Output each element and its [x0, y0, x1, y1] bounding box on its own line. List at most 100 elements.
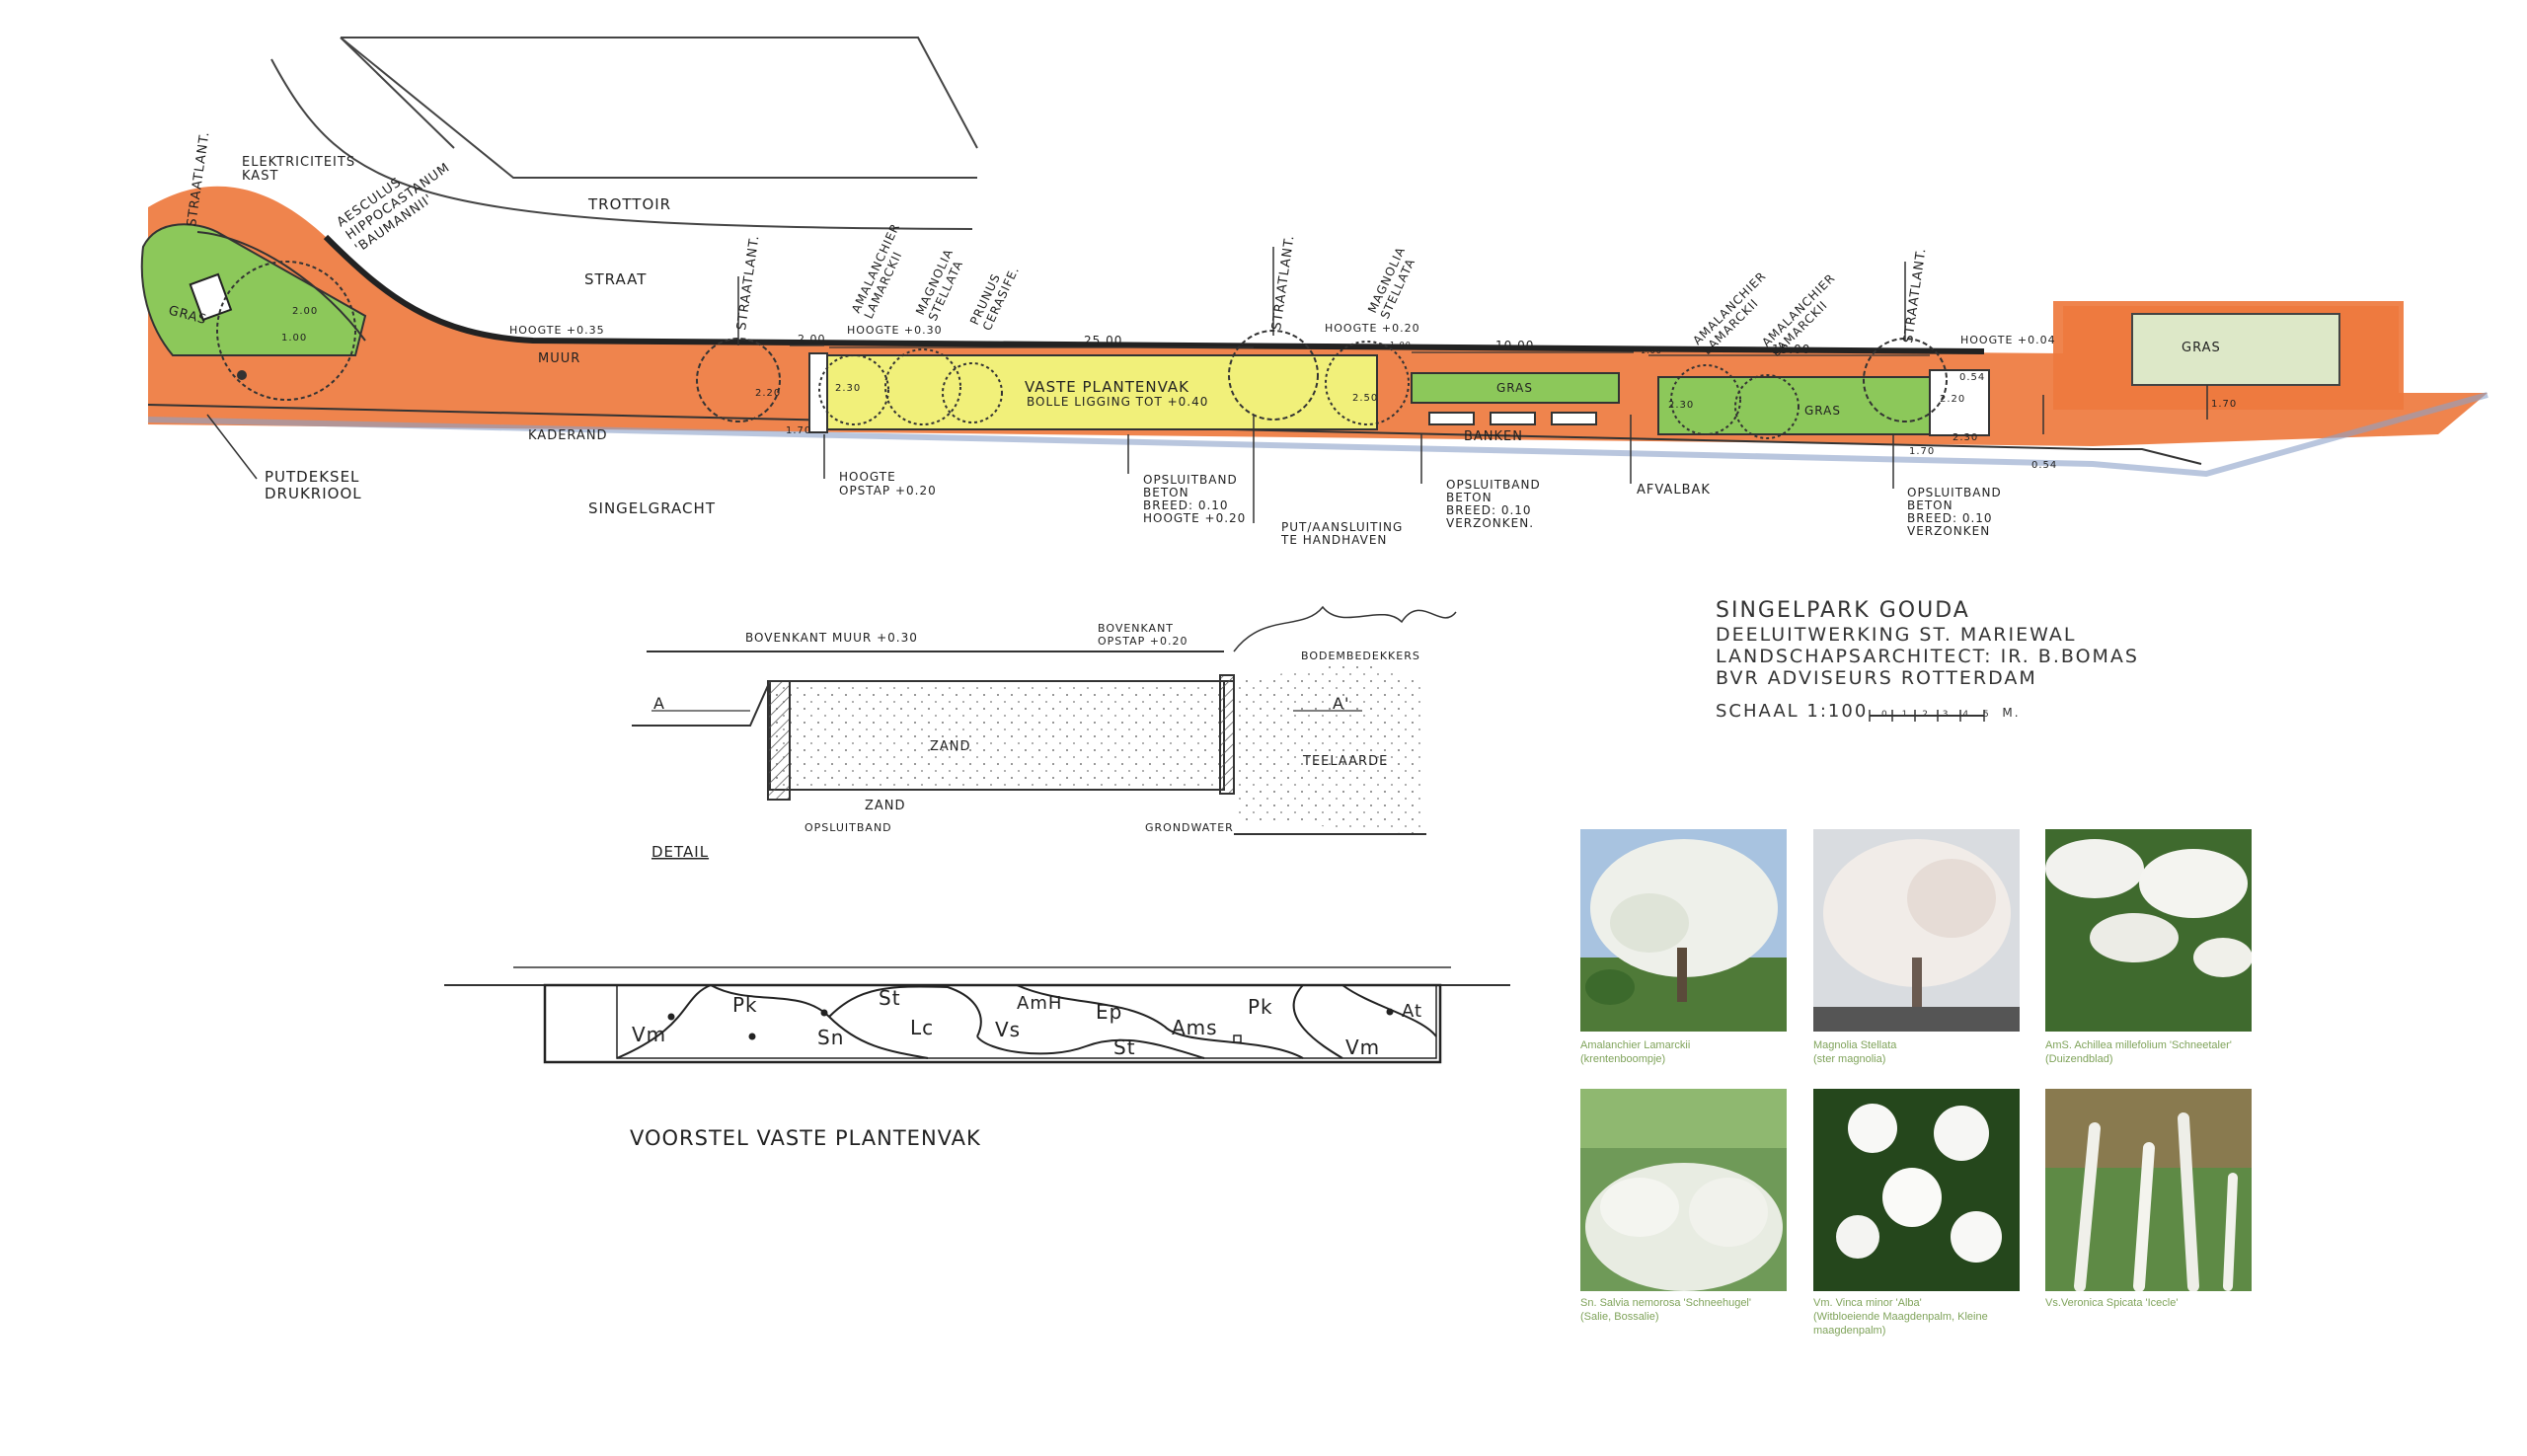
grass-area-right — [1657, 376, 1931, 435]
title-line-1: SINGELPARK GOUDA — [1716, 598, 1970, 623]
label-opsluitband-3c: BREED: 0.10 — [1907, 511, 1993, 525]
caption-salvia: Sn. Salvia nemorosa 'Schneehugel' (Salie… — [1580, 1296, 1793, 1324]
plant-code-ep: Ep — [1096, 1000, 1122, 1024]
label-opsluitband-2a: OPSLUITBAND — [1446, 478, 1541, 492]
label-gras-far: GRAS — [2182, 341, 2221, 355]
dim-2-00: 2.00 — [798, 333, 826, 345]
salvia-photo — [1580, 1089, 1787, 1291]
title-line-3: LANDSCHAPSARCHITECT: IR. B.BOMAS — [1716, 646, 2139, 667]
label-hoogte-035: HOOGTE +0.35 — [509, 324, 605, 337]
dim-1-70a: 1.70 — [1909, 446, 1935, 457]
proposal-bed-outline — [543, 983, 1442, 1064]
label-section-a-prime: A' — [1333, 694, 1349, 713]
sand-bed — [769, 680, 1225, 791]
dim-2-00b: 2.00 — [292, 306, 318, 317]
label-opsluitband-3d: VERZONKEN — [1907, 524, 1990, 538]
achillea-photo — [2045, 829, 2252, 1032]
caption-line: Vm. Vinca minor 'Alba' — [1813, 1297, 1922, 1309]
label-opsluitband-3a: OPSLUITBAND — [1907, 486, 2002, 499]
label-put-aansluiting-1: PUT/AANSLUITING — [1281, 520, 1403, 534]
caption-line: (Duizendblad) — [2045, 1053, 2113, 1065]
dim-1-00b: 1.00 — [1390, 341, 1412, 349]
label-hoogte-020: HOOGTE +0.20 — [1325, 322, 1420, 335]
label-section-a: A — [653, 694, 665, 713]
label-opsluitband-2d: VERZONKEN. — [1446, 516, 1534, 530]
proposal-title: VOORSTEL VASTE PLANTENVAK — [630, 1126, 981, 1150]
label-bovenkant-opstap-1: BOVENKANT — [1098, 622, 1174, 635]
title-line-2: DEELUITWERKING ST. MARIEWAL — [1716, 624, 2077, 646]
label-opsluitband-2c: BREED: 0.10 — [1446, 503, 1532, 517]
label-bolle-ligging: BOLLE LIGGING TOT +0.40 — [1027, 395, 1208, 409]
dim-2-20b: 2.20 — [1940, 394, 1965, 405]
label-opsluitband-2b: BETON — [1446, 491, 1493, 504]
scale-ticks: 0 1 2 3 4 5 — [1881, 710, 1995, 720]
scale-label: SCHAAL 1:100 — [1716, 701, 1869, 722]
label-opsluitband-1c: BREED: 0.10 — [1143, 498, 1229, 512]
caption-achillea: AmS. Achillea millefolium 'Schneetaler' … — [2045, 1038, 2258, 1066]
dim-10-00: 10.00 — [1495, 339, 1534, 352]
label-opsluitband-1d: HOOGTE +0.20 — [1143, 511, 1246, 525]
plant-code-st: St — [879, 986, 901, 1010]
grass-area-far-right — [2131, 313, 2340, 386]
label-hoogte-opstap-1: HOOGTE — [839, 470, 896, 484]
plant-code-vs: Vs — [995, 1018, 1021, 1041]
label-afvalbak: AFVALBAK — [1637, 483, 1711, 498]
caption-veronica: Vs.Veronica Spicata 'Icecle' — [2045, 1296, 2258, 1310]
caption-line: (ster magnolia) — [1813, 1053, 1886, 1065]
groundcover-sketch — [1233, 605, 1457, 652]
bench — [1551, 412, 1597, 425]
label-elektriciteitskast-1: ELEKTRICITEITS — [242, 155, 355, 170]
dim-1-00c: 1.00 — [1641, 346, 1662, 355]
label-putdeksel-2: DRUKRIOOL — [265, 485, 362, 502]
plant-code-vm-2: Vm — [1345, 1035, 1380, 1059]
dim-2-30c: 2.30 — [1953, 432, 1978, 443]
caption-line: (krentenboompje) — [1580, 1053, 1666, 1065]
plant-code-lc: Lc — [910, 1016, 934, 1039]
label-zand-1: ZAND — [930, 739, 971, 754]
plant-code-vm: Vm — [632, 1023, 666, 1046]
label-muur: MUUR — [538, 351, 580, 366]
caption-magnolia: Magnolia Stellata (ster magnolia) — [1813, 1038, 2026, 1066]
title-line-4: BVR ADVISEURS ROTTERDAM — [1716, 667, 2037, 689]
caption-line: Magnolia Stellata — [1813, 1039, 1897, 1051]
trottoir-edge — [270, 58, 973, 230]
label-gras-right: GRAS — [1804, 404, 1841, 418]
dim-15-00: 15.00 — [1772, 343, 1810, 356]
veronica-photo — [2045, 1089, 2252, 1291]
trottoir-block-outline — [341, 37, 978, 149]
label-hoogte-004: HOOGTE +0.04 — [1960, 334, 2056, 346]
vinca-photo — [1813, 1089, 2020, 1291]
caption-line: AmS. Achillea millefolium 'Schneetaler' — [2045, 1039, 2232, 1051]
dim-1-70b: 1.70 — [786, 425, 811, 436]
detail-section: BOVENKANT MUUR +0.30 BOVENKANT OPSTAP +0… — [632, 605, 1457, 861]
magnolia-photo — [1813, 829, 2020, 1032]
label-opsluitband-3b: BETON — [1907, 498, 1953, 512]
label-trottoir: TROTTOIR — [587, 195, 671, 213]
label-gras-middle: GRAS — [1496, 381, 1533, 395]
label-bovenkant-muur: BOVENKANT MUUR +0.30 — [745, 631, 918, 645]
caption-line: Sn. Salvia nemorosa 'Schneehugel' — [1580, 1297, 1751, 1309]
grass-area-middle — [1411, 372, 1620, 404]
flowering-tree-photo — [1580, 829, 1787, 1032]
kerb-section — [767, 680, 791, 801]
bench — [1428, 412, 1475, 425]
label-straat: STRAAT — [584, 270, 647, 288]
scale-bar — [1869, 710, 1985, 722]
caption-amelanchier: Amalanchier Lamarckii (krentenboompje) — [1580, 1038, 1793, 1066]
dim-1-70c: 1.70 — [2211, 399, 2237, 410]
label-elektriciteitskast-2: KAST — [242, 169, 278, 184]
scale-unit: M. — [2002, 706, 2021, 720]
dim-25-00: 25.00 — [1084, 334, 1122, 347]
dim-1-00a: 1.00 — [281, 333, 307, 344]
dim-0-54a: 0.54 — [1959, 372, 1985, 383]
label-banken: BANKEN — [1464, 429, 1523, 444]
caption-line: (Salie, Bossalie) — [1580, 1311, 1659, 1323]
label-vaste-plantenvak: VASTE PLANTENVAK — [1025, 378, 1189, 396]
label-teelaarde: TEELAARDE — [1302, 754, 1388, 769]
plant-code-ams: Ams — [1172, 1016, 1218, 1039]
label-zand-2: ZAND — [865, 799, 906, 813]
caption-line: (Witbloeiende Maagdenpalm, Kleine — [1813, 1311, 1988, 1323]
tree-symbols — [237, 330, 1948, 439]
